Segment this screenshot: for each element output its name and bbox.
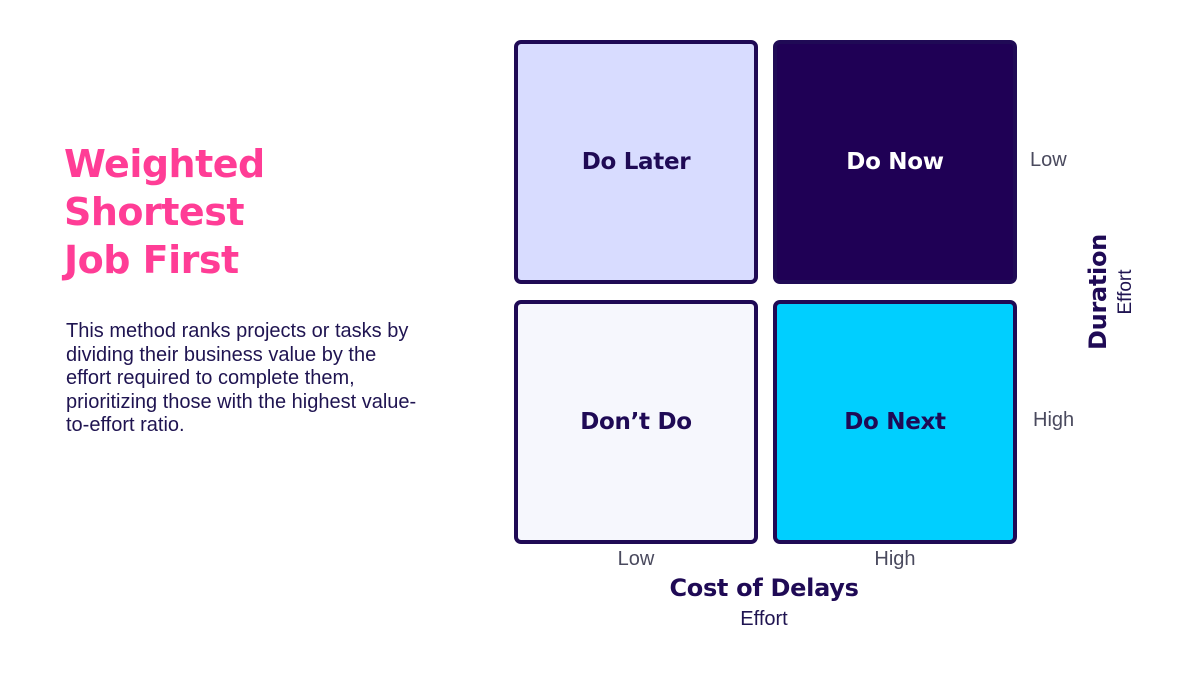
quadrant-label: Do Next bbox=[844, 409, 946, 435]
quadrant-label: Do Later bbox=[581, 149, 691, 175]
description-text: This method ranks projects or tasks by d… bbox=[66, 320, 417, 437]
title-line: Weighted bbox=[64, 142, 265, 186]
x-tick-low: Low bbox=[617, 548, 655, 570]
x-tick-high: High bbox=[874, 548, 916, 570]
quadrant-do-next: Do Next bbox=[773, 300, 1017, 544]
y-axis-sublabel: Effort bbox=[1115, 269, 1136, 315]
y-axis-label: Duration bbox=[1084, 234, 1112, 350]
quadrant-do-now: Do Now bbox=[773, 40, 1017, 284]
title-line: Shortest bbox=[64, 190, 245, 234]
y-tick-low: Low bbox=[1030, 149, 1067, 171]
quadrant-label: Don’t Do bbox=[580, 409, 692, 435]
x-axis-label: Cost of Delays bbox=[669, 574, 859, 602]
y-tick-high: High bbox=[1033, 409, 1075, 431]
quadrant-do-later: Do Later bbox=[514, 40, 758, 284]
x-axis-sublabel: Effort bbox=[740, 608, 788, 630]
quadrant-dont-do: Don’t Do bbox=[514, 300, 758, 544]
title-line: Job First bbox=[64, 238, 239, 282]
quadrant-label: Do Now bbox=[846, 149, 944, 175]
y-axis-title-group: Duration Effort bbox=[1080, 232, 1140, 352]
page-title: Weighted Shortest Job First bbox=[64, 140, 394, 284]
